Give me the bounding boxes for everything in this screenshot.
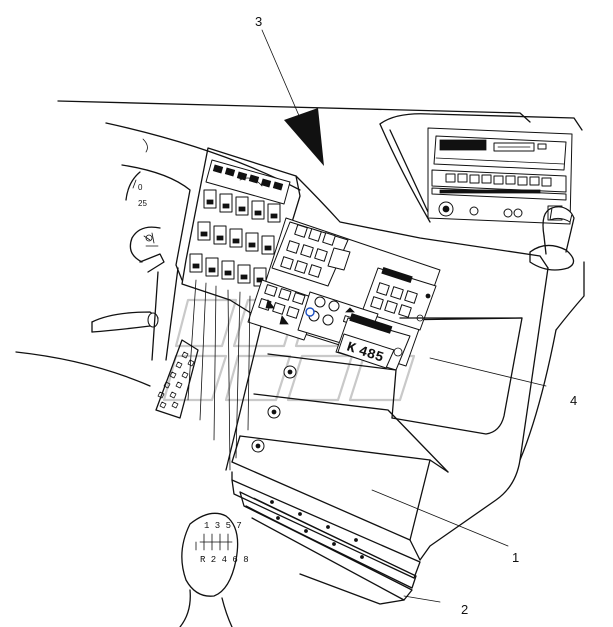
- pedal: [155, 339, 199, 419]
- radio-preset-buttons: [445, 173, 552, 187]
- leader-4: [429, 357, 547, 387]
- rocker-switch-row-3: [189, 253, 267, 287]
- gear-pattern-top: 1 3 5 7: [204, 521, 242, 531]
- air-vent-grille: [212, 164, 284, 191]
- control-panel: [247, 217, 441, 367]
- callout-4: 4: [570, 393, 577, 408]
- left-switch-panel: [181, 147, 301, 321]
- rocker-switch-row-2: [197, 221, 275, 255]
- leader-2: [403, 595, 441, 603]
- steering-stalk: [15, 267, 179, 387]
- leader-lines: [371, 357, 547, 603]
- lever-knob-right: [529, 206, 575, 271]
- pedal-grip: [157, 351, 195, 409]
- callout-1: 1: [512, 550, 519, 565]
- gear-shift-knob: 1 3 5 7 R 2 4 6 8: [179, 512, 249, 627]
- climate-display: K 485: [335, 313, 411, 371]
- display-digits: 485: [356, 344, 385, 367]
- gauge-scale-mid: 25: [138, 199, 147, 208]
- gauge-scale-low: 0: [138, 183, 143, 192]
- callout-2: 2: [461, 602, 468, 617]
- leader-1: [371, 489, 509, 547]
- sill-stack: [231, 479, 421, 605]
- instrument-cluster: 0 25: [121, 164, 191, 281]
- switch-symbols: [192, 199, 278, 283]
- column-edges: [187, 279, 251, 471]
- keypad-arrows: [280, 224, 336, 278]
- callout-3-pointer: [261, 29, 324, 166]
- keypad-upper-right: [370, 282, 418, 318]
- gear-pattern-bottom: R 2 4 6 8: [200, 555, 249, 565]
- radio-unit: [379, 113, 583, 225]
- lower-panels: [231, 317, 523, 561]
- dashboard-body: [225, 175, 585, 561]
- callout-3: 3: [255, 14, 262, 29]
